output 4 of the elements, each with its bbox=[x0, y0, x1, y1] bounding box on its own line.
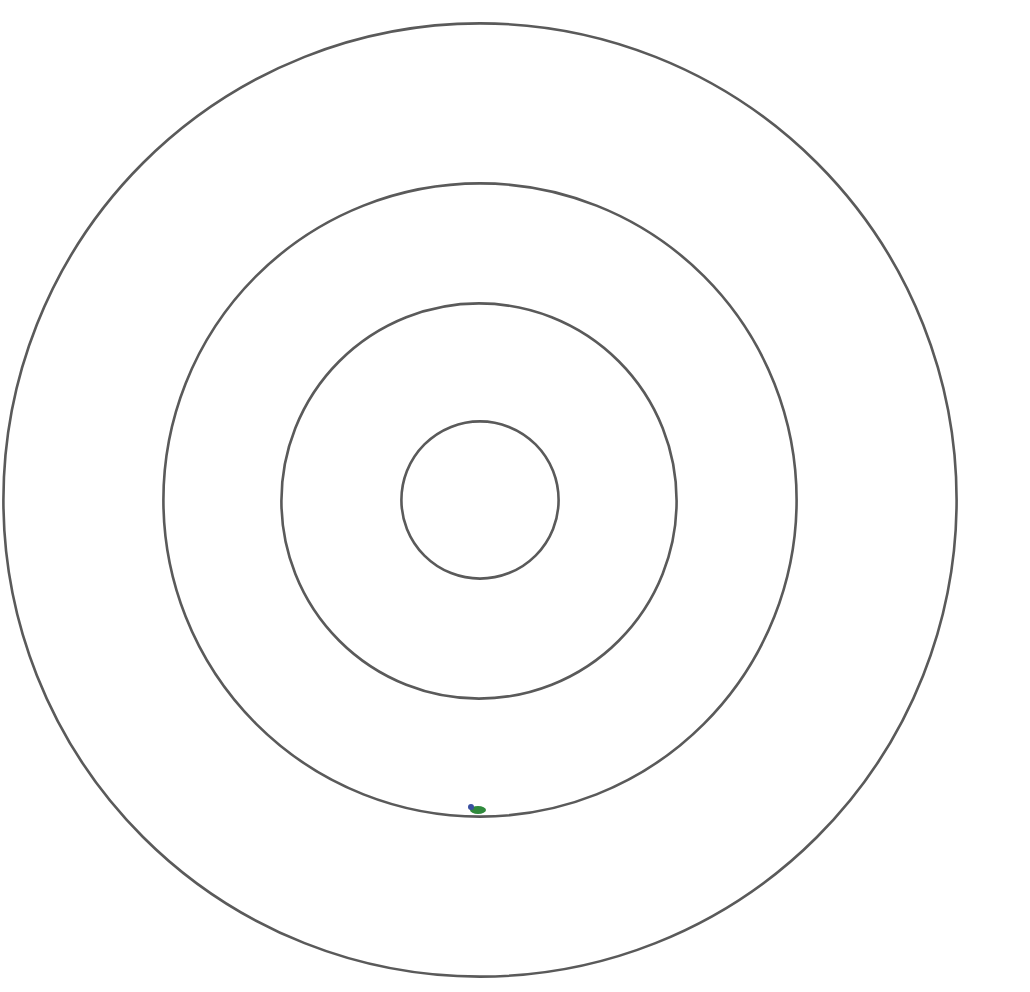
outer-ring bbox=[1, 22, 957, 978]
middle-ring bbox=[161, 182, 797, 818]
inner-ring bbox=[280, 301, 678, 699]
center-circle bbox=[399, 420, 559, 580]
